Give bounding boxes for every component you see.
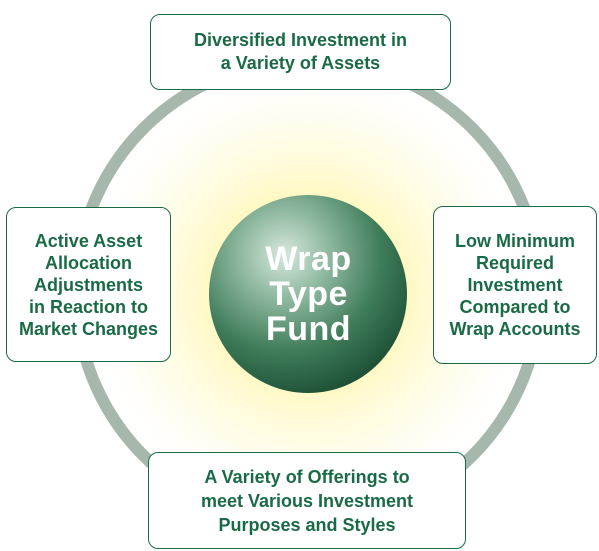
center-sphere [209, 195, 407, 393]
feature-box-top: Diversified Investment in a Variety of A… [150, 14, 451, 90]
center-label: Wrap Type Fund [265, 240, 352, 348]
feature-box-right: Low Minimum Required Investment Compared… [433, 206, 597, 364]
feature-box-bottom: A Variety of Offerings to meet Various I… [148, 452, 466, 549]
feature-box-left: Active Asset Allocation Adjustments in R… [6, 207, 171, 362]
